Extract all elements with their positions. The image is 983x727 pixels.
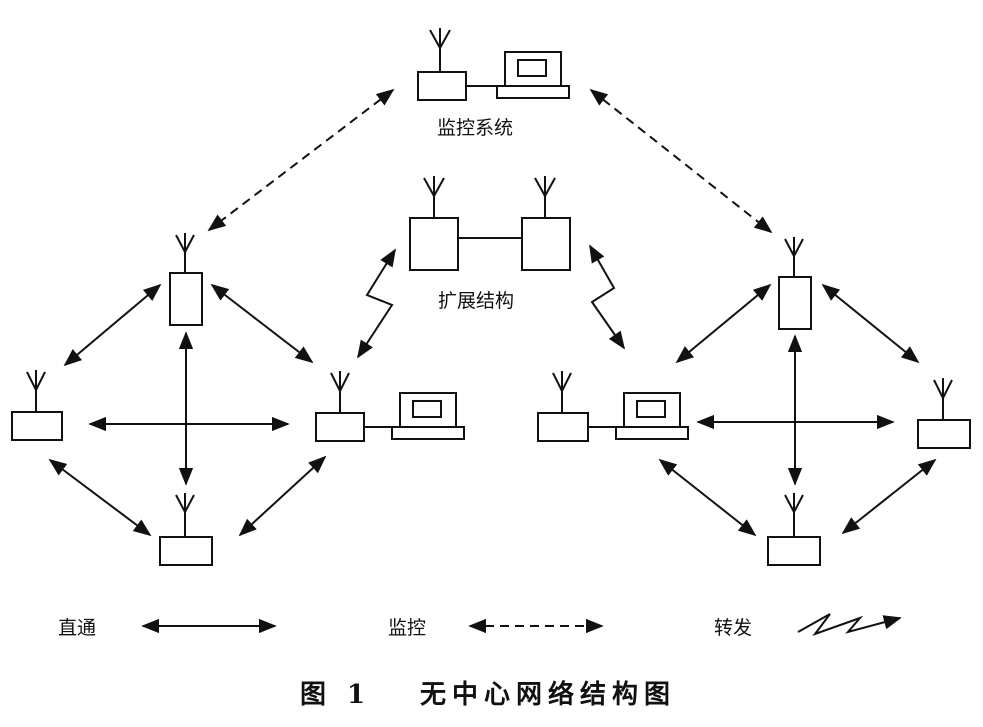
extension-structure-node: [409, 176, 571, 271]
left-left-node: [11, 370, 63, 441]
legend-relay-label: 转发: [714, 617, 753, 639]
direct-link: [48, 458, 152, 537]
left-right-node: [315, 371, 465, 442]
direct-link: [63, 283, 162, 367]
legend-relay-arrow: [797, 613, 902, 637]
radio-box: [417, 71, 467, 101]
antenna-icon: [933, 378, 953, 420]
monitor-link-left: [207, 88, 395, 232]
direct-link: [821, 283, 920, 364]
radio-box: [11, 411, 63, 441]
extension-structure-label: 扩展结构: [438, 290, 515, 312]
radio-box: [917, 419, 971, 449]
laptop-icon: [391, 392, 465, 440]
left-bottom-node: [159, 493, 213, 566]
monitor-link-right: [589, 88, 773, 234]
antenna-icon: [429, 28, 451, 72]
legend-monitor-label: 监控: [388, 617, 427, 639]
antenna-icon: [26, 370, 46, 412]
laptop-icon: [496, 51, 570, 99]
radio-box: [778, 276, 812, 330]
direct-link: [841, 458, 937, 535]
radio-box: [159, 536, 213, 566]
right-bottom-node: [767, 493, 821, 566]
antenna-icon: [552, 371, 572, 413]
figure-number: 图 1: [300, 680, 372, 710]
antenna-icon: [175, 493, 195, 537]
direct-link: [210, 283, 314, 364]
left-top-node: [169, 233, 203, 326]
antenna-icon: [330, 371, 350, 413]
radio-box: [409, 217, 459, 271]
radio-box: [315, 412, 365, 442]
radio-box: [521, 217, 571, 271]
monitor-system-label: 监控系统: [437, 117, 514, 139]
direct-link: [675, 283, 772, 364]
figure-title: 无中心网络结构图: [420, 680, 677, 710]
antenna-icon: [423, 176, 445, 218]
radio-box: [767, 536, 821, 566]
right-left-node: [537, 371, 689, 442]
right-right-node: [917, 378, 971, 449]
radio-box: [169, 272, 203, 326]
right-top-node: [778, 237, 812, 330]
antenna-icon: [534, 176, 556, 218]
laptop-icon: [615, 392, 689, 440]
legend-direct-label: 直通: [58, 617, 97, 639]
relay-link-left: [357, 248, 396, 359]
monitor-system-node: [417, 28, 570, 101]
radio-box: [537, 412, 589, 442]
antenna-icon: [784, 493, 804, 537]
relay-link-right: [589, 244, 626, 350]
direct-link: [238, 455, 327, 537]
antenna-icon: [175, 233, 195, 273]
direct-link: [658, 458, 757, 537]
antenna-icon: [784, 237, 804, 277]
